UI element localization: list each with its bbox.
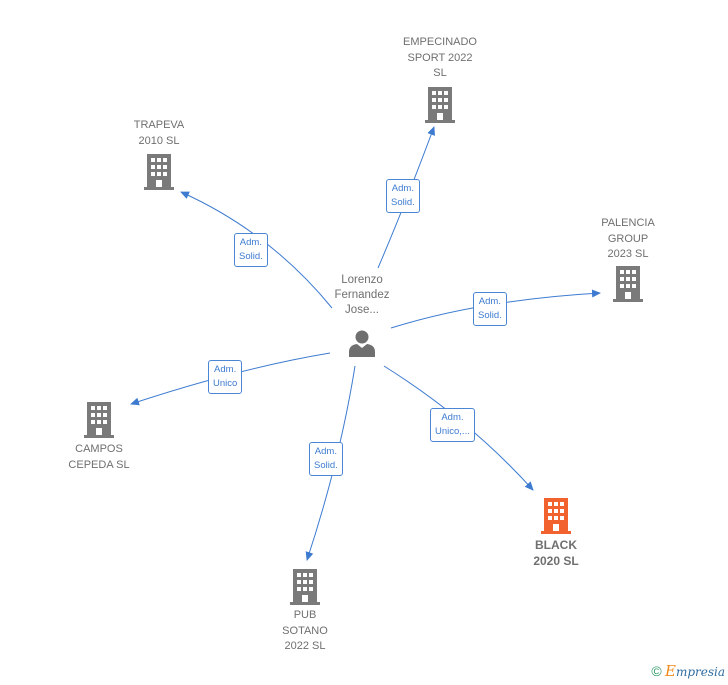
- footer-brand[interactable]: © Empresia: [651, 662, 725, 680]
- company-name: CAMPOS CEPEDA SL: [68, 443, 130, 471]
- edge-label-black[interactable]: Adm. Unico,...: [430, 408, 475, 442]
- brand-initial: E: [664, 662, 676, 680]
- company-name: PALENCIA GROUP 2023 SL: [601, 217, 655, 260]
- company-node-black[interactable]: BLACK 2020 SL: [514, 498, 598, 569]
- edge-label-campos[interactable]: Adm. Unico: [208, 360, 243, 394]
- person-icon: [349, 330, 375, 357]
- company-node-trapeva[interactable]: TRAPEVA 2010 SL: [110, 118, 208, 190]
- building-icon: [425, 86, 455, 123]
- edge-label-pub[interactable]: Adm. Solid.: [309, 442, 343, 476]
- company-node-empecinado[interactable]: EMPECINADO SPORT 2022 SL: [384, 35, 496, 123]
- company-name: BLACK 2020 SL: [533, 538, 579, 568]
- building-icon: [84, 402, 114, 438]
- company-name: EMPECINADO SPORT 2022 SL: [403, 36, 477, 79]
- edge-label-trapeva[interactable]: Adm. Solid.: [234, 233, 268, 267]
- company-name: TRAPEVA 2010 SL: [133, 119, 185, 147]
- center-person-name: Lorenzo Fernandez Jose...: [334, 274, 390, 316]
- brand-name: mpresia: [675, 665, 725, 679]
- copyright-icon: ©: [651, 663, 662, 679]
- company-node-palencia[interactable]: PALENCIA GROUP 2023 SL: [580, 216, 676, 302]
- company-name: PUB SOTANO 2022 SL: [282, 609, 328, 652]
- building-icon: [144, 154, 174, 190]
- building-icon-highlight: [541, 498, 571, 534]
- edge-label-empecinado[interactable]: Adm. Solid.: [386, 179, 420, 213]
- building-icon: [613, 265, 643, 302]
- building-icon: [290, 569, 320, 605]
- company-node-campos[interactable]: CAMPOS CEPEDA SL: [52, 402, 146, 473]
- center-person-node[interactable]: Lorenzo Fernandez Jose...: [318, 273, 406, 358]
- company-node-pub[interactable]: PUB SOTANO 2022 SL: [258, 569, 352, 655]
- edge-label-palencia[interactable]: Adm. Solid.: [473, 292, 507, 326]
